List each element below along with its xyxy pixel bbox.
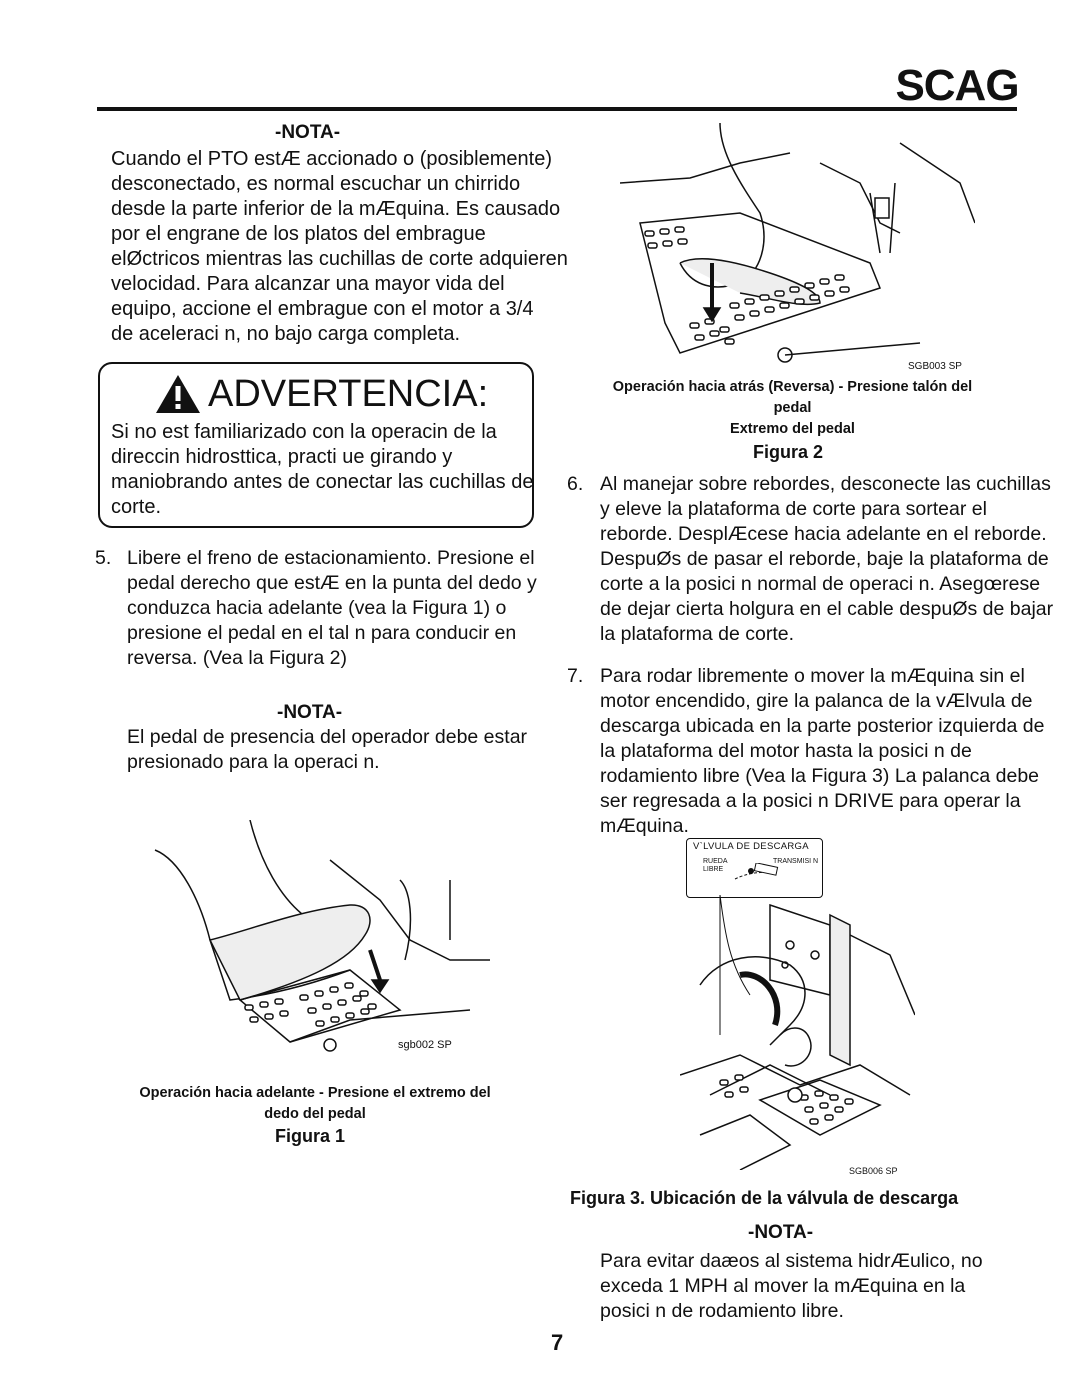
item-5-text: Libere el freno de estacionamiento. Pres… — [127, 547, 537, 669]
figure-3-code: SGB006 SP — [849, 1166, 898, 1176]
figure-3-illustration — [680, 895, 915, 1170]
page-number: 7 — [551, 1330, 564, 1355]
decal-label-libre: LIBRE — [703, 866, 724, 873]
warning-triangle-icon — [156, 375, 200, 413]
figure-2-label: Figura 2 — [753, 442, 824, 462]
figure-1-label: Figura 1 — [275, 1126, 346, 1146]
nota-1-title: -NOTA- — [275, 122, 341, 143]
decal-label-rueda: RUEDA — [703, 858, 728, 865]
item-7-text: Para rodar libremente o mover la mÆquina… — [600, 665, 1045, 837]
decal-title: V`LVULA DE DESCARGA — [693, 841, 809, 852]
svg-text:SCAG: SCAG — [895, 62, 1018, 106]
figure-1-illustration — [154, 820, 490, 1052]
figure-2-code: SGB003 SP — [908, 361, 962, 372]
nota-3-title: -NOTA- — [748, 1222, 814, 1243]
decal-label-transmision: TRANSMISI N — [773, 858, 819, 865]
figure-2-illustration — [620, 123, 975, 363]
warning-box — [98, 362, 534, 528]
nota-1-text: Cuando el PTO estÆ accionado o (posiblem… — [111, 148, 568, 345]
header-rule — [97, 107, 1017, 111]
nota-3-text: Para evitar daæos al sistema hidrÆulico,… — [600, 1250, 983, 1322]
figure-1-code: sgb002 SP — [398, 1039, 452, 1051]
item-6-number: 6. — [567, 473, 584, 495]
item-6-text: Al manejar sobre rebordes, desconecte la… — [600, 473, 1054, 645]
warning-title: ADVERTENCIA: — [208, 373, 489, 415]
scag-logo: SCAG — [895, 62, 1019, 106]
figure-3-label: Figura 3. Ubicación de la válvula de des… — [570, 1188, 959, 1208]
figure-1-caption: Operación hacia adelante - Presione el e… — [139, 1085, 491, 1122]
item-5-number: 5. — [95, 547, 112, 569]
nota-2-text: El pedal de presencia del operador debe … — [127, 726, 528, 773]
warning-text: Si no est familiarizado con la operacin … — [111, 421, 534, 518]
figure-3-decal: V`LVULA DE DESCARGA RUEDA LIBRE TRANSMIS… — [686, 838, 823, 898]
decal-lever-icon — [734, 863, 780, 880]
item-7-number: 7. — [567, 665, 584, 687]
figure-2-caption: Operación hacia atrás (Reversa) - Presio… — [612, 379, 973, 437]
nota-2-title: -NOTA- — [277, 702, 343, 723]
